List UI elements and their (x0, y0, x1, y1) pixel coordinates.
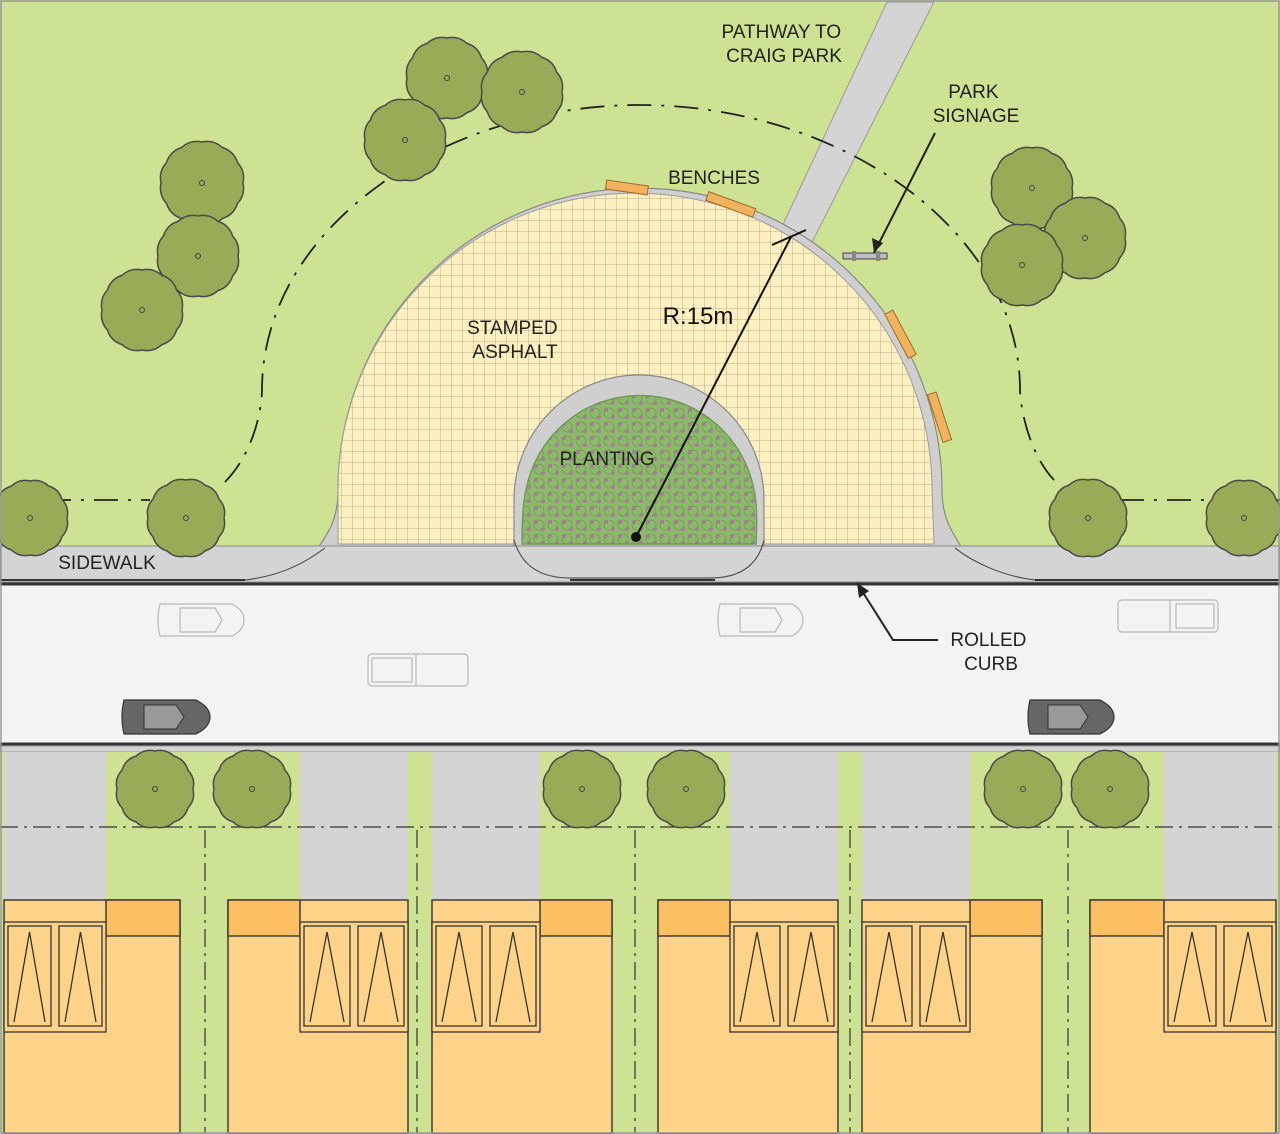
radius-center (631, 532, 641, 542)
garage-roof (539, 899, 613, 937)
driveway (1164, 752, 1276, 900)
parking-bays (1163, 921, 1277, 1033)
tree (0, 479, 69, 557)
bench (926, 391, 953, 443)
garage-roof (969, 899, 1043, 937)
planting-curb (513, 539, 765, 579)
parking-bays (729, 921, 839, 1033)
stamped-asphalt-label: STAMPED ASPHALT (467, 318, 563, 363)
parking-bays (861, 921, 971, 1033)
sidewalk (0, 545, 1280, 583)
house (657, 899, 839, 1134)
car-dark (121, 699, 211, 735)
residential-lawn (0, 752, 1280, 1134)
bench (604, 179, 649, 196)
house (1089, 899, 1277, 1134)
tree (480, 50, 564, 134)
parking-bays (431, 921, 541, 1033)
tree (983, 749, 1063, 829)
tree (1070, 749, 1150, 829)
tree (542, 749, 622, 829)
driveway (730, 752, 838, 900)
rolled-curb-left (244, 547, 326, 581)
tree (1205, 479, 1280, 557)
house (431, 899, 613, 1134)
park-signage-label: PARK SIGNAGE (933, 82, 1020, 127)
house (3, 899, 181, 1134)
benches-label: BENCHES (668, 168, 760, 189)
bench (705, 191, 757, 218)
tree (115, 749, 195, 829)
house (861, 899, 1043, 1134)
driveways (4, 752, 1276, 900)
parking-bays (299, 921, 409, 1033)
tree (146, 478, 226, 558)
benches (604, 179, 953, 443)
car-ghost (717, 603, 804, 637)
signage-leader (872, 132, 936, 254)
driveway (4, 752, 106, 900)
bench (884, 309, 917, 360)
driveway (862, 752, 970, 900)
planting-label: PLANTING (559, 449, 654, 470)
park-sign (842, 251, 888, 261)
tree (1048, 478, 1128, 558)
rolled-curb-label: ROLLED CURB (950, 630, 1031, 675)
tree (100, 268, 184, 352)
rolled-curb-right (954, 547, 1036, 581)
lot-lines (204, 830, 1069, 1134)
sidewalk-label: SIDEWALK (58, 553, 156, 574)
parking-bays (3, 921, 107, 1033)
tree (980, 223, 1064, 307)
pathway-label: PATHWAY TO CRAIG PARK (722, 22, 847, 67)
driveway (300, 752, 408, 900)
radius-label: R:15m (663, 303, 734, 330)
tree (405, 36, 489, 120)
curb-leader (856, 582, 938, 641)
road-curb (0, 745, 1280, 753)
radius-tick (771, 229, 807, 246)
car-dark (1027, 699, 1115, 735)
car-ghost (157, 603, 245, 637)
planting-bed (521, 394, 758, 545)
truck-ghost (1117, 599, 1219, 633)
garage-roof (105, 899, 181, 937)
radius-line (635, 236, 792, 538)
tree (363, 98, 447, 182)
tree (212, 749, 292, 829)
garage-roof (657, 899, 731, 937)
trees (0, 36, 1280, 829)
house (227, 899, 409, 1134)
garage-roof (1089, 899, 1165, 937)
tree (646, 749, 726, 829)
dashed-path (0, 104, 1280, 501)
truck-ghost (367, 653, 469, 687)
houses (3, 899, 1277, 1134)
driveway (432, 752, 540, 900)
tree (156, 214, 240, 298)
tree (159, 140, 245, 226)
garage-roof (227, 899, 301, 937)
